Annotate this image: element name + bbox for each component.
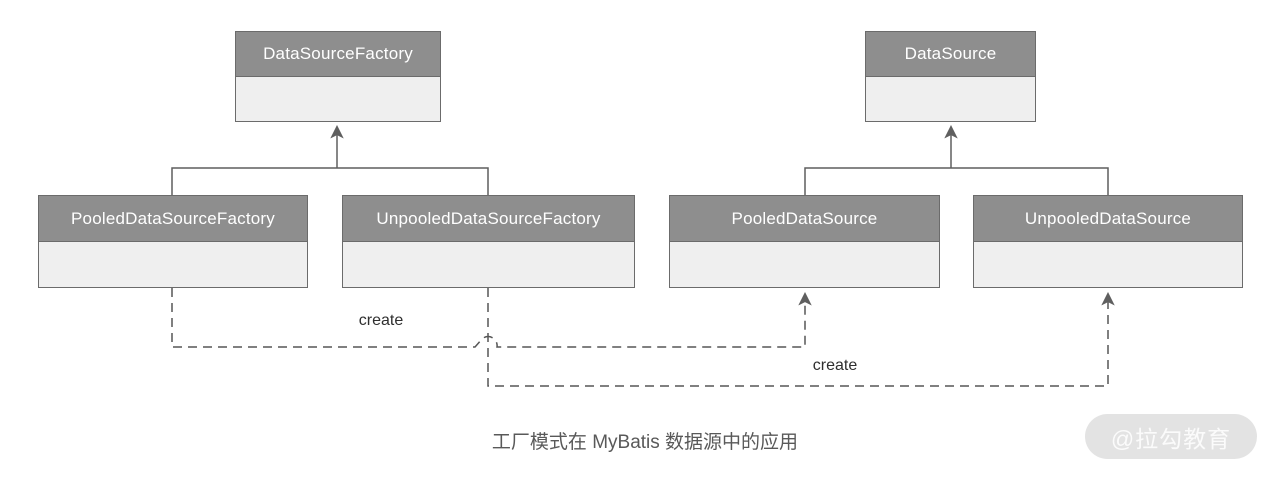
class-title-unpooleddatasource: UnpooledDataSource	[974, 196, 1242, 242]
class-title-unpooleddatasourcefactory: UnpooledDataSourceFactory	[343, 196, 634, 242]
class-attributes-compartment	[39, 242, 307, 287]
class-box-datasource: DataSource	[865, 31, 1036, 122]
inheritance-rail-factory	[171, 167, 489, 195]
class-box-pooleddatasourcefactory: PooledDataSourceFactory	[38, 195, 308, 288]
class-title-datasourcefactory: DataSourceFactory	[236, 32, 440, 77]
watermark-badge: @拉勾教育	[1085, 414, 1257, 459]
class-title-pooleddatasource: PooledDataSource	[670, 196, 939, 242]
create-edge-pooled	[171, 288, 812, 348]
class-attributes-compartment	[974, 242, 1242, 287]
class-box-datasourcefactory: DataSourceFactory	[235, 31, 441, 122]
create-label-unpooled: create	[812, 357, 858, 374]
class-box-unpooleddatasourcefactory: UnpooledDataSourceFactory	[342, 195, 635, 288]
class-box-pooleddatasource: PooledDataSource	[669, 195, 940, 288]
class-attributes-compartment	[866, 77, 1035, 121]
diagram-caption: 工厂模式在 MyBatis 数据源中的应用	[491, 432, 799, 453]
inheritance-rail-datasource	[804, 167, 1109, 195]
class-title-pooleddatasourcefactory: PooledDataSourceFactory	[39, 196, 307, 242]
class-box-unpooleddatasource: UnpooledDataSource	[973, 195, 1243, 288]
class-attributes-compartment	[343, 242, 634, 287]
class-attributes-compartment	[670, 242, 939, 287]
create-label-pooled: create	[358, 312, 404, 329]
class-title-datasource: DataSource	[866, 32, 1035, 77]
class-attributes-compartment	[236, 77, 440, 121]
